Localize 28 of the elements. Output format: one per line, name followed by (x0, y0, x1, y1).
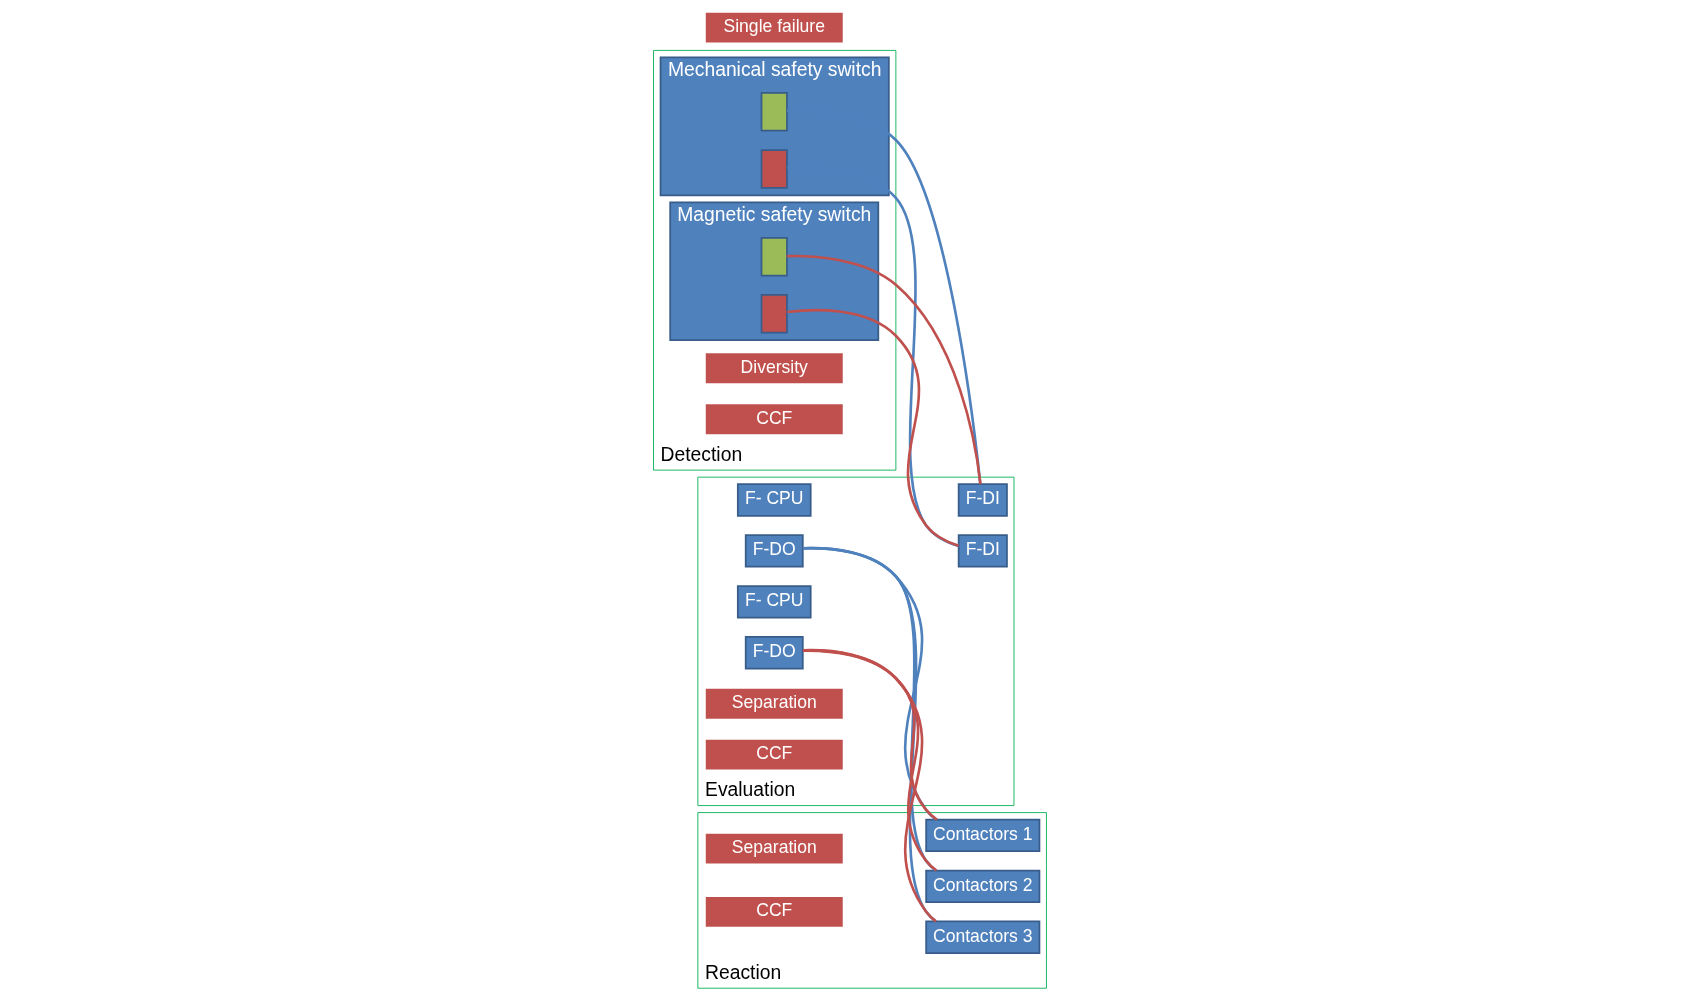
node-box: Single failure (703, 10, 844, 45)
connector (786, 109, 982, 485)
node-box: F-DO (744, 534, 804, 568)
node-box: CCF (703, 737, 844, 772)
connector (786, 308, 959, 548)
node-box: Separation (703, 687, 844, 721)
node-box: CCF (703, 402, 844, 436)
node-box: Contactors 1 (924, 818, 1040, 853)
cluster: Magnetic safety switch (668, 201, 879, 342)
connector (802, 649, 937, 872)
node-box: Separation (703, 831, 844, 866)
node-box (760, 294, 788, 334)
node-box: Contactors 2 (924, 869, 1040, 904)
cluster: Mechanical safety switch (659, 56, 890, 197)
node-box: F- CPU (736, 483, 812, 517)
node-box: F-DO (744, 636, 804, 670)
node-box (760, 149, 788, 189)
connector (802, 648, 937, 923)
node-box (760, 92, 788, 132)
node-box: Diversity (703, 351, 844, 385)
connector (786, 254, 982, 485)
node-box: CCF (703, 895, 844, 929)
node-box: Contactors 3 (924, 920, 1040, 954)
node-box (760, 237, 788, 277)
node-box: F-DI (957, 534, 1008, 568)
node-box: F-DI (957, 483, 1008, 517)
node-box: F- CPU (736, 585, 812, 619)
connector (786, 165, 959, 548)
